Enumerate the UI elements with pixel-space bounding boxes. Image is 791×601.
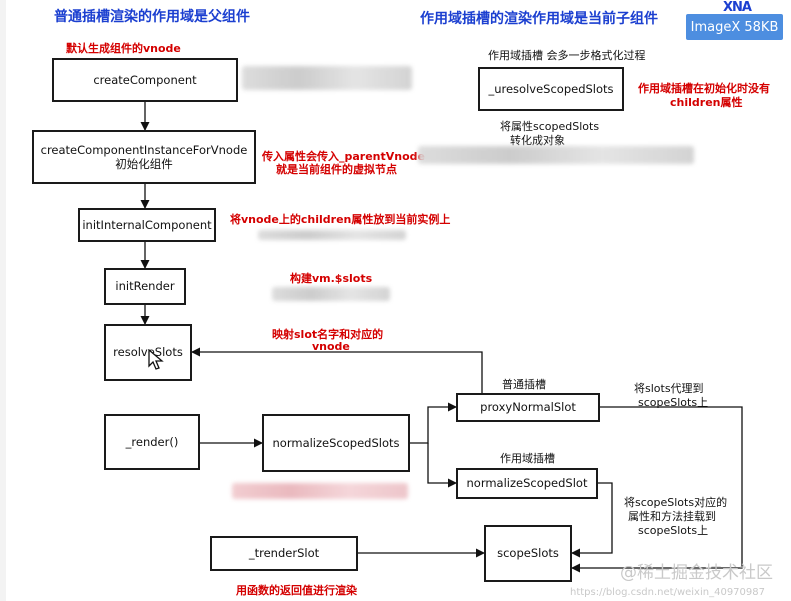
- csdn-watermark-url: https://blog.csdn.net/weixin_40970987: [569, 587, 765, 598]
- node-create-instance: createComponentInstanceForVnode 初始化组件: [32, 130, 256, 184]
- edge-scoped-to-scopeslots: [571, 482, 613, 558]
- edge-normalize-to-proxy: [410, 402, 457, 444]
- blurred-note-3: [258, 230, 406, 240]
- node-trender-slot-label: _trenderSlot: [248, 546, 320, 561]
- juejin-watermark: @稀土掘金技术社区: [620, 563, 773, 583]
- node-proxy-normal-slot: proxyNormalSlot: [456, 393, 600, 422]
- node-normalize-scoped-slot-label: normalizeScopedSlot: [466, 476, 588, 491]
- node-normalize-scoped-slot: normalizeScopedSlot: [456, 468, 598, 499]
- left-title: 普通插槽渲染的作用域是父组件: [54, 9, 250, 25]
- node-init-render: initRender: [104, 268, 186, 305]
- left-edge-strip: [0, 0, 6, 601]
- node-normalize-scoped-slots: normalizeScopedSlots: [262, 414, 410, 472]
- label-proxy-to-1: 将slots代理到: [634, 382, 704, 395]
- annot-parent-vnode-1: 传入属性会传入_parentVnode: [262, 150, 426, 163]
- node-resolve-slots-label: resolveSlots: [113, 345, 183, 360]
- annot-build-slots: 构建vm.$slots: [290, 272, 373, 285]
- blurred-note-1: [242, 66, 412, 90]
- imagex-size-badge[interactable]: ImageX 58KB: [686, 14, 783, 40]
- node-create-component: createComponent: [52, 58, 238, 102]
- annot-default-vnode: 默认生成组件的vnode: [66, 42, 181, 55]
- blurred-note-2: [418, 146, 694, 164]
- node-init-internal-label: initInternalComponent: [82, 217, 212, 232]
- label-to-object-2: 转化成对象: [510, 134, 565, 147]
- node-create-instance-sublabel: 初始化组件: [115, 157, 173, 171]
- annot-scoped-no-children-2: children属性: [670, 96, 743, 109]
- node-init-render-label: initRender: [115, 279, 175, 294]
- node-create-component-label: createComponent: [93, 72, 197, 87]
- node-normalize-scoped-slots-label: normalizeScopedSlots: [272, 435, 400, 450]
- edge-proxy-to-scopeslots: [571, 406, 743, 573]
- node-uresolve-scoped-slots-label: _uresolveScopedSlots: [488, 81, 614, 96]
- blurred-note-5: [232, 483, 408, 499]
- label-to-object-1: 将属性scopedSlots: [500, 120, 600, 133]
- annot-map-slot-2: vnode: [312, 340, 350, 353]
- label-mount-3: scopeSlots上: [638, 524, 709, 537]
- annot-children-to-instance: 将vnode上的children属性放到当前实例上: [230, 213, 451, 226]
- node-scope-slots-label: scopeSlots: [497, 546, 559, 561]
- node-init-internal: initInternalComponent: [78, 208, 216, 242]
- mouse-cursor-icon: [148, 349, 164, 370]
- label-normal-slot: 普通插槽: [502, 378, 546, 391]
- node-render: _render(): [104, 414, 200, 470]
- node-render-label: _render(): [125, 434, 179, 449]
- node-create-instance-label: createComponentInstanceForVnode: [40, 142, 248, 157]
- node-scope-slots: scopeSlots: [484, 525, 572, 582]
- annot-scoped-no-children-1: 作用域插槽在初始化时没有: [638, 82, 770, 95]
- right-title: 作用域插槽的渲染作用域是当前子组件: [420, 11, 658, 27]
- node-uresolve-scoped-slots: _uresolveScopedSlots: [478, 67, 624, 111]
- label-mount-2: 属性和方法挂载到: [628, 510, 716, 523]
- annot-parent-vnode-2: 就是当前组件的虚拟节点: [276, 163, 397, 176]
- node-resolve-slots: resolveSlots: [104, 324, 192, 381]
- node-trender-slot: _trenderSlot: [210, 536, 358, 571]
- label-scoped-slot: 作用域插槽: [500, 452, 555, 465]
- label-scoped-format: 作用域插槽 会多一步格式化过程: [488, 49, 646, 62]
- blurred-note-4: [272, 287, 390, 301]
- annot-render-return: 用函数的返回值进行渲染: [236, 584, 357, 597]
- label-proxy-to-2: scopeSlots上: [638, 396, 709, 409]
- label-mount-1: 将scopeSlots对应的: [624, 496, 728, 509]
- annot-map-slot-1: 映射slot名字和对应的: [272, 328, 384, 341]
- node-proxy-normal-slot-label: proxyNormalSlot: [480, 400, 576, 415]
- imagex-logo: XNA: [723, 0, 752, 15]
- edge-normalize-to-scoped: [427, 443, 457, 488]
- edge-proxy-to-resolve: [191, 347, 483, 393]
